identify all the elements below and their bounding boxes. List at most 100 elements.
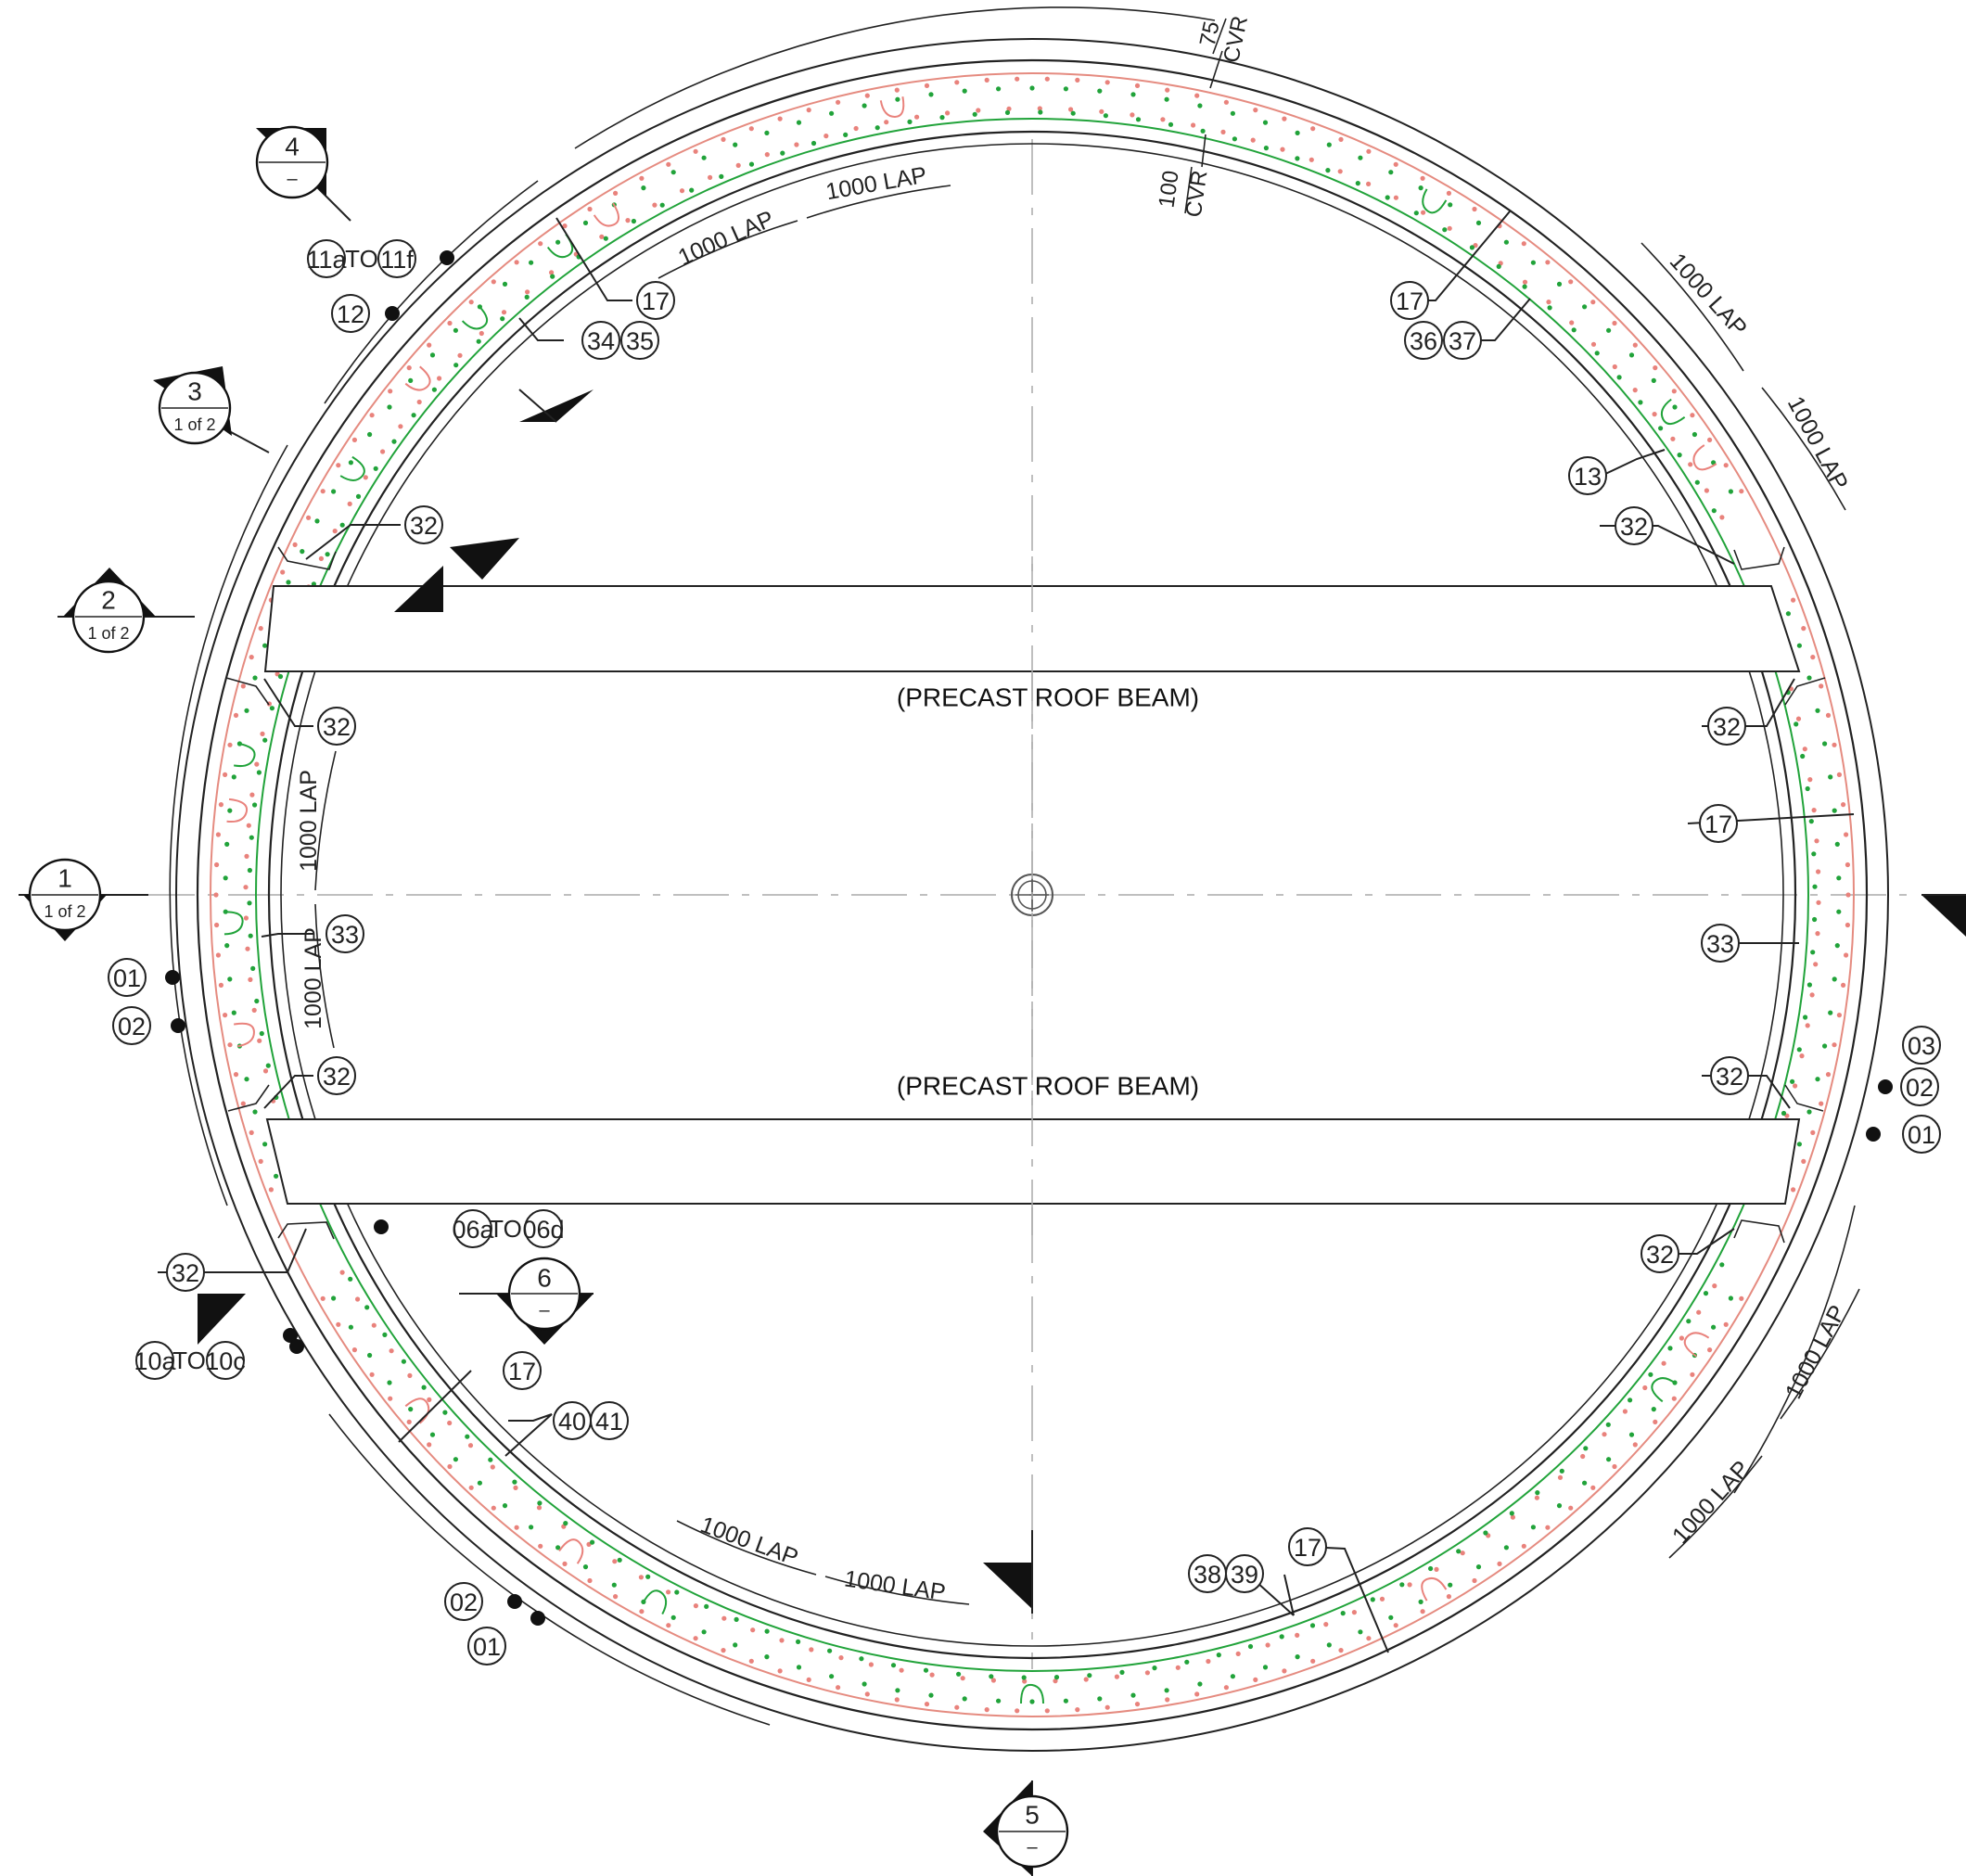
rebar-dot (314, 518, 320, 524)
rebar-dot (1295, 1632, 1300, 1638)
rebar-dot (491, 279, 496, 285)
rebar-dot (1535, 1490, 1540, 1496)
rebar-dot (733, 142, 738, 147)
tag-10a-label: 10a (134, 1347, 176, 1375)
tag-12: 12 (331, 294, 370, 333)
rebar-dot (514, 1525, 519, 1530)
rebar-dot (1044, 1708, 1050, 1714)
rebar-dot (388, 1396, 393, 1401)
lap-label: 1000 LAP (1667, 1456, 1755, 1549)
tag-06a-label: 06a (452, 1216, 494, 1244)
rebar-dot (1282, 116, 1287, 121)
section-4-sheet: – (287, 169, 298, 189)
rebar-dot (1559, 1468, 1564, 1474)
rebar-dot (407, 1372, 413, 1378)
tag-17: 17 (1699, 804, 1738, 843)
rebar-dot (1355, 181, 1360, 186)
beam-pockets (225, 546, 1826, 1244)
rebar-dot (1521, 241, 1526, 247)
tag-17-label: 17 (1704, 810, 1732, 838)
rebar-dot (1262, 1665, 1269, 1670)
rebar-dot (231, 1010, 236, 1015)
rebar-dot (1152, 1665, 1157, 1671)
centerlines (139, 139, 1920, 1669)
rebar-dot (1712, 1283, 1717, 1289)
rebar-dot (670, 170, 676, 175)
rebar-dot (465, 1434, 470, 1439)
rebar-dot (254, 761, 260, 767)
rebar-dot (750, 1627, 756, 1633)
tag-03: 03 (1902, 1026, 1941, 1065)
tag-01: 01 (467, 1627, 506, 1665)
rebar-dot (1130, 1692, 1136, 1698)
rebar-dot (1310, 126, 1316, 132)
rebar-dot (764, 1628, 770, 1634)
rebar-dot (701, 155, 707, 160)
rebar-dot (1522, 284, 1527, 289)
rebar-dot (1413, 211, 1419, 216)
rebar-dot (1811, 851, 1817, 857)
rebar-dot (639, 1609, 645, 1614)
rebar-dot (796, 120, 802, 125)
rebar-dot (962, 88, 967, 94)
rebar-dot (1723, 1321, 1729, 1327)
wall-rings (175, 38, 1889, 1752)
lap-label: 1000 LAP (674, 206, 778, 271)
tag-36-label: 36 (1410, 327, 1437, 355)
rebar-dot (447, 320, 453, 326)
rebar-dot (1667, 1346, 1673, 1351)
tag-37-label: 37 (1449, 327, 1476, 355)
rebar-dot (336, 463, 341, 468)
rebar-dot (1810, 950, 1816, 955)
rebar-dot (1295, 130, 1300, 135)
rebar-dot (408, 1407, 414, 1412)
rebar-dot (777, 1668, 783, 1674)
rebar-dot (611, 1582, 617, 1588)
rebar-dot (1469, 245, 1474, 250)
rebar-dot (1628, 352, 1635, 358)
rebar-dot (240, 1101, 246, 1106)
rebar-dot (331, 1295, 337, 1301)
rebar-dot (735, 162, 741, 168)
rebar-dot (1802, 747, 1807, 752)
rebar-dot (721, 136, 726, 142)
rebar-dot (1068, 107, 1074, 112)
rebar-dot (1448, 1582, 1453, 1588)
rebar-dot (536, 1505, 543, 1511)
rebar-dot (1825, 1072, 1832, 1078)
rebar-dot (1165, 1697, 1170, 1703)
rebar-dot (240, 683, 246, 689)
tag-32-label: 32 (172, 1259, 199, 1287)
rebar-hook (339, 455, 365, 481)
rebar-dot (369, 413, 375, 418)
rebar-dot (1801, 1158, 1806, 1164)
rebar-dot (829, 110, 835, 116)
rebar-dot (427, 342, 432, 348)
rebar-dot (442, 1410, 448, 1415)
rebar-dot (348, 460, 353, 466)
rebar-dot (247, 867, 252, 874)
rebar-dot (1638, 400, 1643, 405)
rebar-dot (500, 316, 505, 322)
rebar-dot (914, 114, 920, 120)
rebar-dot (1220, 129, 1226, 134)
rebar-dot (748, 161, 755, 167)
rebar-dot (829, 1674, 835, 1679)
section-4-number: 4 (285, 133, 300, 161)
rebar-dot (670, 1614, 676, 1620)
rebar-dot (1805, 785, 1810, 792)
rebar-dot (447, 1420, 453, 1426)
rebar-dot (599, 234, 605, 239)
tag-02: 02 (1900, 1067, 1939, 1106)
beam-label-top: (PRECAST ROOF BEAM) (897, 683, 1199, 712)
rebar-dot (899, 1667, 904, 1673)
rebar-dot (1097, 1696, 1103, 1702)
rebar-dot (1197, 1681, 1203, 1687)
rebar-dot (1263, 146, 1269, 151)
rebar-dot (962, 1696, 967, 1702)
rebar-hook (233, 742, 256, 768)
tag-33: 33 (326, 914, 364, 953)
rebar-dot (388, 389, 393, 394)
rebar-dot (1828, 1010, 1833, 1015)
rebar-dot (1309, 1623, 1316, 1628)
